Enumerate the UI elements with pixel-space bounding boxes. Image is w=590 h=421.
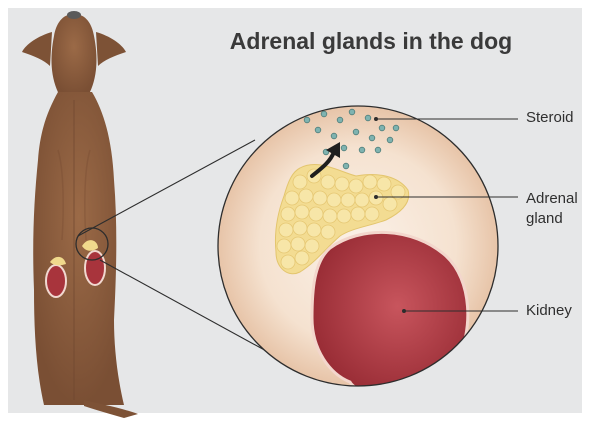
diagram-title: Adrenal glands in the dog: [176, 28, 566, 55]
magnified-view: [218, 106, 498, 397]
kidney-leader-dot: [402, 309, 406, 313]
dog-left-kidney: [46, 265, 66, 297]
label-steroid: Steroid: [526, 108, 574, 128]
kidney-magnified: [312, 232, 468, 396]
label-adrenal-line2: gland: [526, 209, 578, 229]
steroid-leader-dot: [374, 117, 378, 121]
adrenal-leader-dot: [374, 195, 378, 199]
label-kidney: Kidney: [526, 301, 572, 321]
label-adrenal-gland: Adrenal gland: [526, 189, 578, 229]
dog-silhouette: [22, 11, 138, 418]
label-adrenal-line1: Adrenal: [526, 189, 578, 209]
